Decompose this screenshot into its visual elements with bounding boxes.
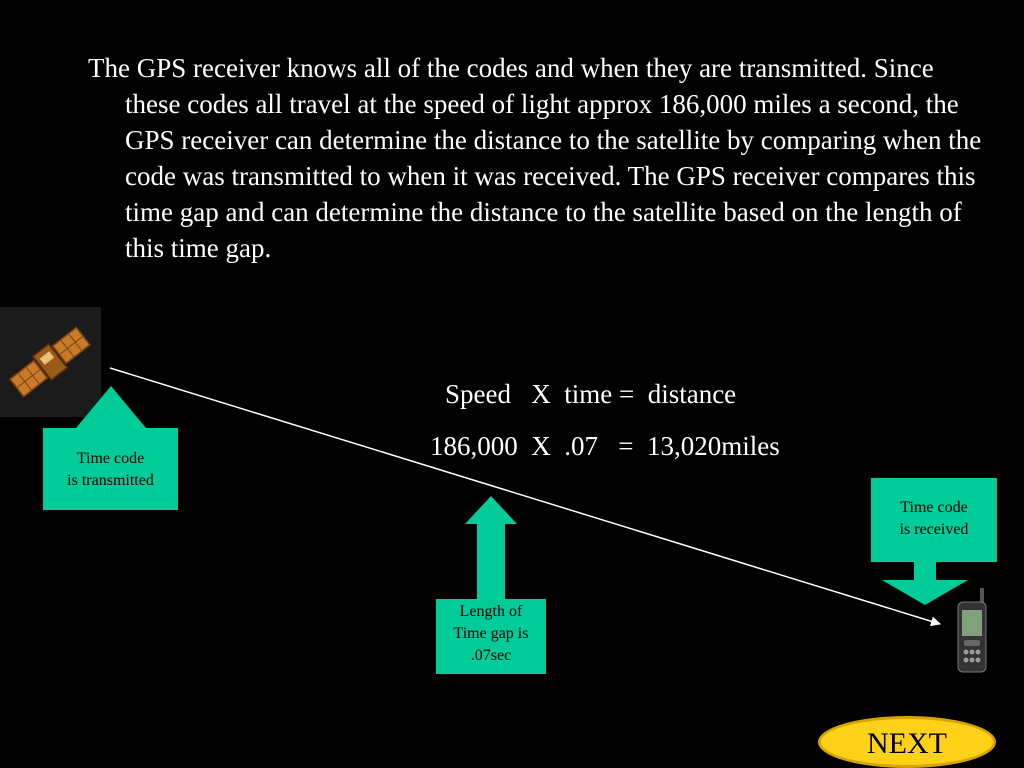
formula-line-1: Speed X time = distance (445, 379, 737, 409)
next-button[interactable]: NEXT (818, 716, 996, 768)
callout-time-code-transmitted: Time code is transmitted (43, 428, 178, 510)
callout-line: is received (899, 521, 969, 538)
up-arrow-gap (465, 496, 517, 599)
gps-receiver-image (957, 588, 987, 673)
formula-line-2: 186,000 X .07 = 13,020miles (430, 431, 780, 461)
callout-line: Time gap is (453, 625, 529, 642)
callout-time-code-received: Time code is received (871, 478, 997, 562)
callout-line: .07sec (470, 647, 512, 664)
callout-time-gap: Length of Time gap is .07sec (436, 599, 546, 674)
callout-line: Time code (900, 499, 968, 516)
callout-line: Time code (76, 450, 145, 467)
callout-line: is transmitted (67, 472, 154, 489)
explanation-text: The GPS receiver knows all of the codes … (88, 53, 982, 263)
satellite-image (0, 307, 101, 417)
callout-line: Length of (459, 603, 523, 620)
